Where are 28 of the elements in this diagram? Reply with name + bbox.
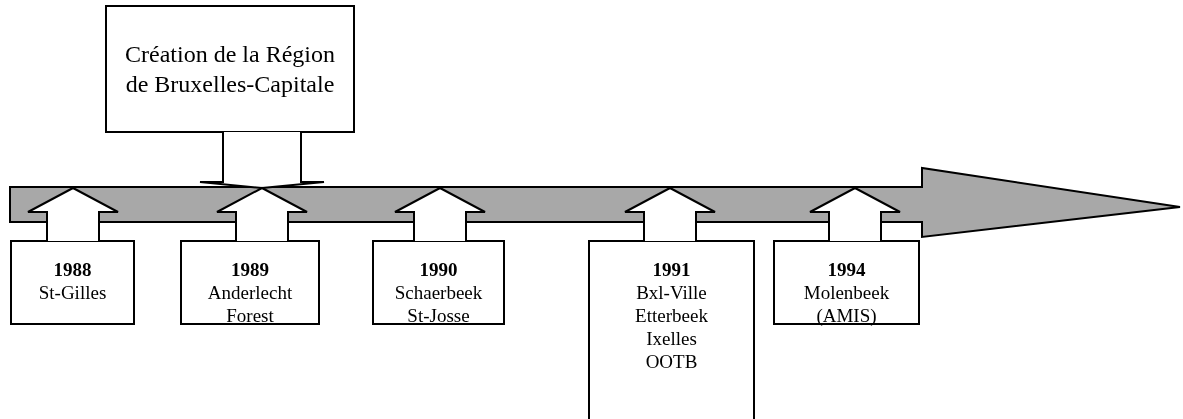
year-box: [10, 240, 135, 325]
block-arrow: [394, 186, 486, 242]
block-arrow: [809, 186, 901, 242]
place-label: Schaerbeek: [394, 281, 483, 304]
place-label: Bxl-Ville: [636, 281, 707, 304]
place-label: Anderlecht: [207, 281, 293, 304]
place-label: Ixelles: [646, 327, 697, 350]
place-label: Forest: [226, 304, 274, 327]
block-arrow: [624, 186, 716, 242]
year-label: 1988: [53, 258, 92, 281]
year-box: [180, 240, 320, 325]
block-arrow: [216, 186, 308, 242]
block-arrow: [199, 131, 325, 189]
year-box: [588, 240, 755, 419]
year-label: 1990: [419, 258, 458, 281]
place-label: Molenbeek (AMIS): [802, 281, 891, 327]
place-label: St-Josse: [407, 304, 470, 327]
callout-box: [105, 5, 355, 133]
year-label: 1994: [827, 258, 866, 281]
year-box: [372, 240, 505, 325]
year-label: 1991: [652, 258, 691, 281]
year-label: 1989: [231, 258, 269, 281]
callout-text: Création de la Région de Bruxelles-Capitale: [124, 40, 336, 99]
place-label: Etterbeek: [635, 304, 708, 327]
place-label: OOTB: [645, 350, 698, 373]
year-box: [773, 240, 920, 325]
place-label: St-Gilles: [38, 281, 107, 304]
block-arrow: [27, 186, 119, 242]
